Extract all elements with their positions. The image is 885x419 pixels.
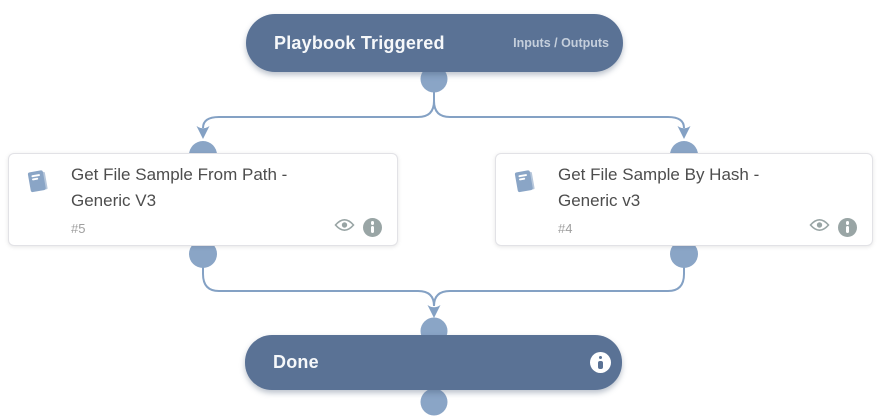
edge-left-task-to-done	[202, 260, 435, 307]
task-title: Get File Sample By Hash - Generic v3	[558, 165, 760, 210]
edge-trigger-to-left-task	[202, 85, 435, 129]
task-card-get-file-sample-from-path[interactable]: Get File Sample From Path - Generic V3 #…	[8, 153, 398, 246]
arrowhead-left-task	[196, 126, 210, 139]
info-circle-icon[interactable]	[590, 352, 611, 373]
playbook-book-icon	[24, 167, 52, 195]
inputs-outputs-link[interactable]: Inputs / Outputs	[513, 36, 609, 50]
node-done[interactable]: Done	[245, 335, 622, 390]
connector-dot-left-task-bottom	[189, 240, 217, 268]
info-circle-icon[interactable]	[363, 218, 382, 237]
connector-dot-right-task-bottom	[670, 240, 698, 268]
task-id-badge: #4	[558, 221, 573, 236]
task-id-badge: #5	[71, 221, 86, 236]
edge-trigger-to-right-task	[433, 85, 685, 129]
preview-eye-icon[interactable]	[334, 218, 355, 237]
preview-eye-icon[interactable]	[809, 218, 830, 237]
arrowhead-right-task	[677, 126, 691, 139]
node-playbook-triggered[interactable]: Playbook Triggered Inputs / Outputs	[246, 14, 623, 72]
done-node-title: Done	[273, 352, 319, 372]
connector-dot-done-bottom	[420, 388, 448, 416]
arrowhead-done	[427, 305, 441, 318]
task-title: Get File Sample From Path - Generic V3	[71, 165, 288, 210]
edge-right-task-to-done	[433, 260, 685, 307]
task-card-get-file-sample-by-hash[interactable]: Get File Sample By Hash - Generic v3 #4	[495, 153, 873, 246]
playbook-book-icon	[511, 167, 539, 195]
trigger-node-title: Playbook Triggered	[274, 32, 445, 53]
info-circle-icon[interactable]	[838, 218, 857, 237]
connector-dot-trigger-bottom	[420, 65, 448, 93]
